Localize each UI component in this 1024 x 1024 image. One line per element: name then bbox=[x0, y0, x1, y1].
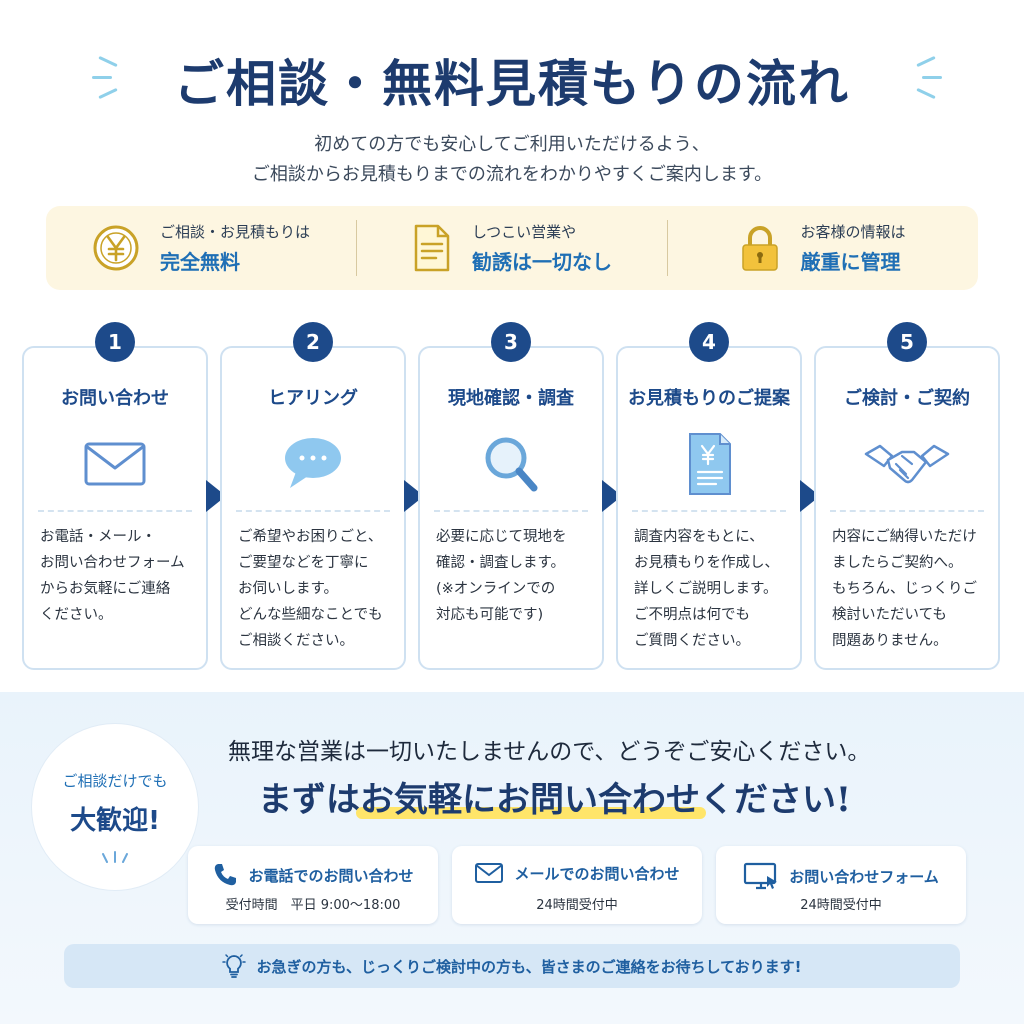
envelope-icon bbox=[84, 442, 146, 486]
cta-headline: まずはお気軽にお問い合わせください! bbox=[258, 772, 1018, 821]
step-card-5: ご検討・ご契約 内容にご納得いただけ ましたらご契約へ。 もちろん、じっくりご … bbox=[814, 346, 1000, 670]
form-contact-button[interactable]: お問い合わせフォーム 24時間受付中 bbox=[716, 846, 966, 924]
step-title: ご検討・ご契約 bbox=[844, 388, 970, 409]
contact-title: お電話でのお問い合わせ bbox=[248, 866, 414, 885]
step-card-2: ヒアリング ご希望やお困りごと、 ご要望などを丁寧に お伺いします。 どんな些細… bbox=[220, 346, 406, 670]
mail-icon bbox=[475, 863, 504, 883]
speech-bubble-icon bbox=[285, 438, 341, 488]
feature-no-sales: しつこい営業や 勧誘は一切なし bbox=[356, 220, 667, 276]
contact-title: メールでのお問い合わせ bbox=[514, 864, 680, 883]
feature-privacy-caption: お客様の情報は bbox=[800, 223, 906, 241]
lightbulb-icon bbox=[222, 954, 247, 978]
step-title: お問い合わせ bbox=[61, 388, 169, 409]
phone-contact-button[interactable]: お電話でのお問い合わせ 受付時間 平日 9:00〜18:00 bbox=[188, 846, 438, 924]
cta-highlight: お気軽にお問い合わせ bbox=[356, 772, 706, 821]
feature-free-label: 完全無料 bbox=[159, 250, 240, 274]
step-number-3: 3 bbox=[491, 322, 531, 362]
step-number-4: 4 bbox=[689, 322, 729, 362]
padlock-icon bbox=[742, 226, 779, 271]
contact-title: お問い合わせフォーム bbox=[789, 867, 939, 886]
sparkle-icon bbox=[102, 851, 128, 863]
step-number-5: 5 bbox=[887, 322, 927, 362]
monitor-icon bbox=[744, 862, 778, 890]
step-title: ヒアリング bbox=[268, 388, 358, 409]
step-description: 必要に応じて現地を 確認・調査します。 (※オンラインでの 対応も可能です) bbox=[436, 529, 567, 623]
feature-no-sales-caption: しつこい営業や bbox=[472, 223, 577, 241]
feature-no-sales-label: 勧誘は一切なし bbox=[472, 250, 612, 274]
contact-hours: 受付時間 平日 9:00〜18:00 bbox=[225, 898, 401, 913]
contact-options: お電話でのお問い合わせ 受付時間 平日 9:00〜18:00 メールでのお問い合… bbox=[188, 846, 968, 926]
step-number-2: 2 bbox=[293, 322, 333, 362]
feature-banner: ご相談・お見積もりは 完全無料 しつこい営業や 勧誘は一切なし お客様の情報は … bbox=[46, 206, 978, 290]
welcome-badge: ご相談だけでも 大歓迎! bbox=[32, 724, 198, 890]
page-title: ご相談・無料見積もりの流れ bbox=[174, 54, 850, 113]
yen-coin-icon bbox=[93, 225, 139, 271]
badge-headline: 大歓迎! bbox=[70, 806, 160, 836]
page-subtitle: 初めての方でも安心してご利用いただけるよう、 ご相談からお見積もりまでの流れをわ… bbox=[251, 134, 773, 185]
flow-steps: お問い合わせ お電話・メール・ お問い合わせフォーム からお気軽にご連絡 くださ… bbox=[22, 322, 1002, 672]
estimate-document-icon bbox=[689, 433, 731, 495]
magnifier-icon bbox=[485, 437, 538, 492]
feature-free-caption: ご相談・お見積もりは bbox=[159, 223, 310, 241]
feature-free: ご相談・お見積もりは 完全無料 bbox=[46, 220, 356, 276]
phone-icon bbox=[215, 864, 237, 886]
step-card-3: 現地確認・調査 必要に応じて現地を 確認・調査します。 (※オンラインでの 対応… bbox=[418, 346, 604, 670]
feature-privacy-label: 厳重に管理 bbox=[800, 250, 901, 274]
step-description: ご希望やお困りごと、 ご要望などを丁寧に お伺いします。 どんな些細なことでも … bbox=[238, 529, 383, 649]
step-number-1: 1 bbox=[95, 322, 135, 362]
step-card-4: お見積もりのご提案 調査内容をもとに、 お見積もりを作成し、 詳しくご説明します… bbox=[616, 346, 802, 670]
step-title: 現地確認・調査 bbox=[448, 388, 574, 409]
cta-section: ご相談だけでも 大歓迎! 無理な営業は一切いたしませんので、どうぞご安心ください… bbox=[0, 692, 1024, 1024]
badge-caption: ご相談だけでも bbox=[62, 772, 168, 790]
feature-privacy: お客様の情報は 厳重に管理 bbox=[667, 220, 978, 276]
step-description: お電話・メール・ お問い合わせフォーム からお気軽にご連絡 ください。 bbox=[40, 529, 185, 623]
contact-hours: 24時間受付中 bbox=[800, 898, 882, 913]
closing-notice-text: お急ぎの方も、じっくりご検討中の方も、皆さまのご連絡をお待ちしております! bbox=[256, 957, 802, 976]
handshake-icon bbox=[864, 444, 950, 484]
title-decoration-left bbox=[92, 52, 122, 102]
closing-notice: お急ぎの方も、じっくりご検討中の方も、皆さまのご連絡をお待ちしております! bbox=[64, 944, 960, 988]
document-icon bbox=[414, 224, 450, 272]
step-title: お見積もりのご提案 bbox=[628, 388, 790, 409]
title-decoration-right bbox=[912, 52, 942, 102]
step-description: 調査内容をもとに、 お見積もりを作成し、 詳しくご説明します。 ご不明点は何でも… bbox=[634, 529, 779, 649]
step-card-1: お問い合わせ お電話・メール・ お問い合わせフォーム からお気軽にご連絡 くださ… bbox=[22, 346, 208, 670]
reassurance-message: 無理な営業は一切いたしませんので、どうぞご安心ください。 bbox=[228, 739, 871, 765]
email-contact-button[interactable]: メールでのお問い合わせ 24時間受付中 bbox=[452, 846, 702, 924]
contact-hours: 24時間受付中 bbox=[536, 898, 618, 913]
step-description: 内容にご納得いただけ ましたらご契約へ。 もちろん、じっくりご 検討いただいても… bbox=[832, 529, 977, 649]
